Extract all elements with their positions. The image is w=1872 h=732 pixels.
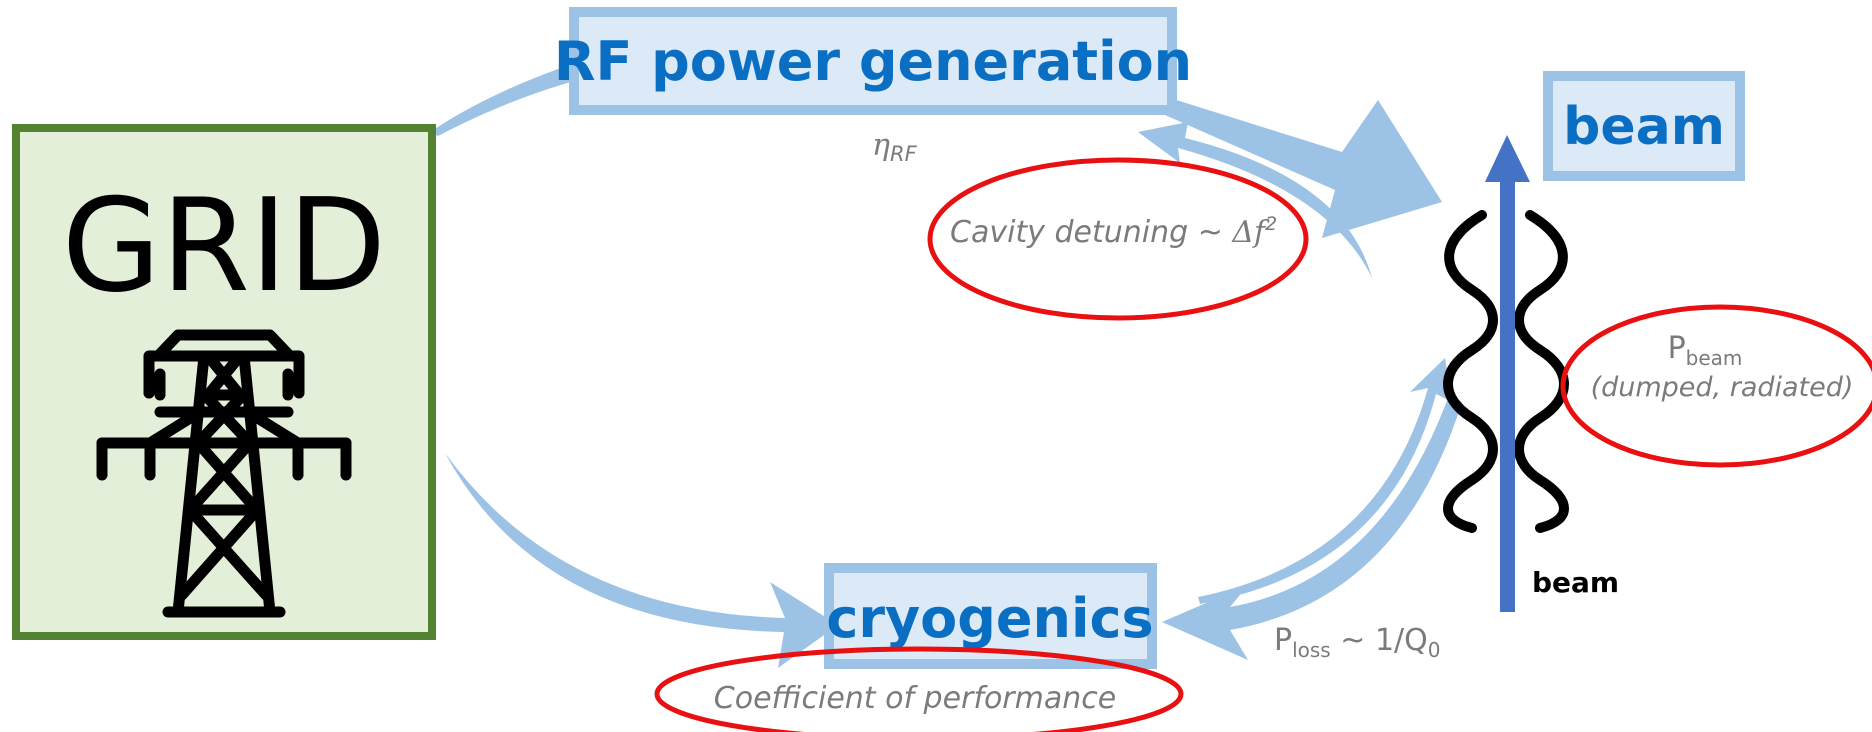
cop-label: Coefficient of performance — [714, 681, 1116, 716]
cavity-detuning-label: Cavity detuning ~ Δf2 — [950, 213, 1277, 250]
beam-box: beam — [1543, 71, 1745, 181]
cavity-detuning-ellipse — [927, 157, 1309, 321]
power-pylon-icon — [96, 329, 352, 618]
grid-label: GRID — [62, 172, 386, 321]
grid-to-cryo-arrow — [445, 453, 838, 668]
beam-arrow-label: beam — [1532, 566, 1619, 599]
beam-power-ellipse — [1560, 304, 1872, 468]
cryogenics-label: cryogenics — [826, 587, 1153, 650]
cop-ellipse — [654, 646, 1184, 732]
grid-to-rf-arrow — [430, 63, 585, 136]
rf-power-label: RF power generation — [554, 30, 1192, 93]
beam-to-rf-feedback-arrow — [1138, 122, 1372, 278]
rf-to-beam-arrow — [1165, 98, 1442, 238]
beam-arrow — [1485, 135, 1530, 612]
beam-power-label: Pbeam — [1668, 331, 1743, 370]
grid-box: GRID — [12, 124, 436, 640]
beam-power-detail: (dumped, radiated) — [1591, 372, 1854, 403]
rf-power-box: RF power generation — [554, 7, 1192, 115]
eta-rf-label: ηRF — [872, 128, 918, 166]
beam-box-label: beam — [1563, 97, 1725, 157]
ploss-label: Ploss ~ 1/Q0 — [1274, 623, 1441, 662]
cryogenics-box: cryogenics — [824, 563, 1157, 669]
cryo-to-cavity-arrow — [1198, 358, 1452, 604]
